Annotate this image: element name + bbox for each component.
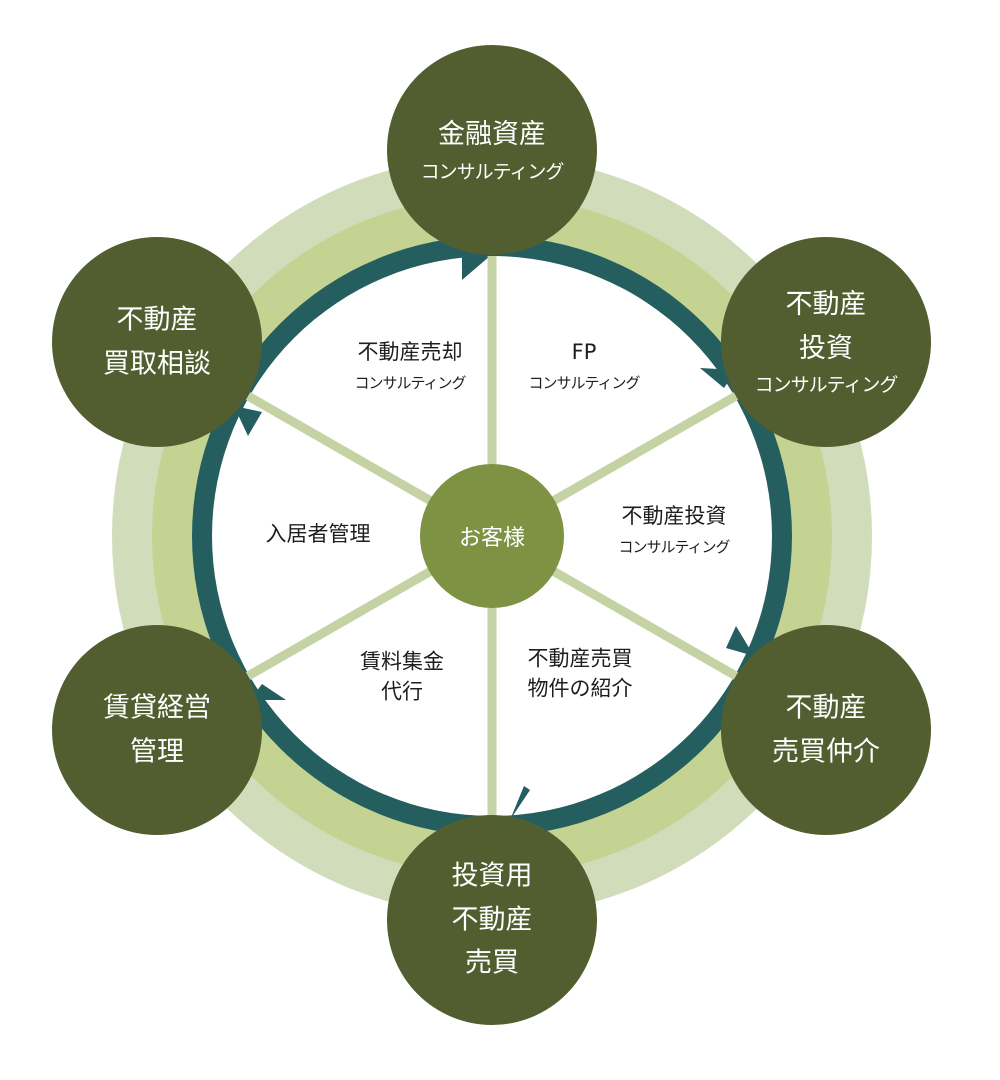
node-lower-right — [721, 625, 931, 835]
node-upper-right-line-1: 不動産 — [785, 288, 867, 320]
arrowhead-upper-left — [234, 406, 262, 436]
node-lower-right-line-2: 売買仲介 — [772, 736, 880, 767]
service-nodes — [52, 45, 931, 1025]
node-bottom-line-1: 投資用 — [451, 860, 533, 892]
segment-lower-left-line-2: 代行 — [381, 680, 423, 704]
segment-lower-right-line-2: 物件の紹介 — [527, 677, 633, 701]
segment-lower-right-line-1: 不動産売買 — [527, 646, 633, 671]
segment-label-lower-right: 不動産売買 物件の紹介 — [480, 644, 680, 705]
node-label-top: 金融資産 コンサルティング — [382, 113, 602, 188]
arrowhead-lower-right — [726, 626, 754, 656]
segment-left-line-1: 入居者管理 — [265, 521, 371, 546]
segment-label-left: 入居者管理 — [218, 519, 418, 549]
node-lower-right-line-1: 不動産 — [785, 692, 867, 724]
arrowhead-lower-left — [250, 684, 286, 700]
node-label-bottom: 投資用 不動産 売買 — [382, 854, 602, 985]
segment-label-right: 不動産投資 コンサルティング — [574, 501, 774, 559]
node-label-upper-left: 不動産 買取相談 — [47, 298, 267, 385]
segment-upper-left-line-1: 不動産売却 — [357, 339, 463, 364]
node-upper-right-line-3: コンサルティング — [754, 374, 899, 397]
node-upper-right — [721, 237, 931, 447]
segment-lower-left-line-1: 賃料集金 — [360, 649, 444, 674]
node-lower-left-line-2: 管理 — [130, 736, 184, 767]
arrowhead-bottom — [510, 786, 530, 820]
node-upper-right-line-2: 投資 — [799, 332, 853, 364]
node-label-lower-right: 不動産 売買仲介 — [716, 686, 936, 773]
segment-upper-right-line-2: コンサルティング — [528, 374, 640, 393]
node-bottom — [387, 815, 597, 1025]
node-label-upper-right: 不動産 投資 コンサルティング — [716, 283, 936, 401]
node-top-line-1: 金融資産 — [438, 118, 546, 150]
node-bottom-line-2: 不動産 — [451, 904, 533, 936]
node-lower-left — [52, 625, 262, 835]
segment-right-line-1: 不動産投資 — [621, 503, 727, 528]
cycle-arrowheads — [234, 250, 754, 820]
center-label: お客様 — [458, 526, 526, 551]
node-upper-left-line-1: 不動産 — [116, 304, 198, 336]
center-hub — [420, 464, 564, 608]
segment-right-line-2: コンサルティング — [618, 538, 730, 557]
node-lower-left-line-1: 賃貸経営 — [103, 692, 211, 724]
segment-upper-right-line-1: FP — [571, 339, 597, 364]
segment-label-upper-right: FP コンサルティング — [484, 337, 684, 395]
node-label-lower-left: 賃貸経営 管理 — [47, 686, 267, 773]
node-top — [387, 45, 597, 255]
segment-label-lower-left: 賃料集金 代行 — [302, 647, 502, 708]
node-bottom-line-3: 売買 — [465, 947, 519, 979]
node-upper-left — [52, 237, 262, 447]
node-upper-left-line-2: 買取相談 — [103, 348, 211, 379]
segment-label-upper-left: 不動産売却 コンサルティング — [310, 337, 510, 395]
arrowhead-top — [462, 250, 490, 280]
node-top-line-2: コンサルティング — [420, 160, 565, 183]
segment-upper-left-line-2: コンサルティング — [354, 374, 466, 393]
